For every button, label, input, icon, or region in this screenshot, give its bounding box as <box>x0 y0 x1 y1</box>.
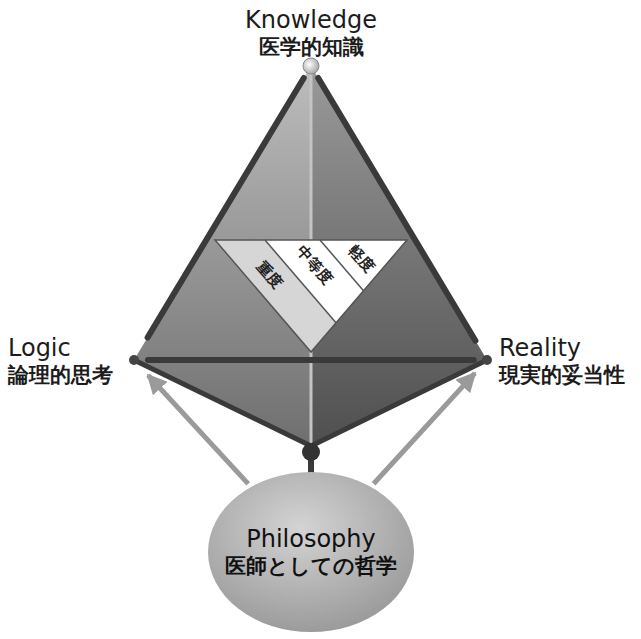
philosophy-circle: Philosophy医師としての哲学 <box>206 470 416 634</box>
band-label: 中等度 <box>292 242 335 288</box>
label-english: Reality <box>499 334 631 362</box>
severity-band: 軽度 <box>345 241 380 277</box>
pyramid-edge <box>318 78 475 341</box>
pyramid-edge <box>148 357 474 363</box>
influence-arrow <box>148 375 248 484</box>
vertex-ball <box>129 355 139 365</box>
label-japanese: 現実的妥当性 <box>499 362 631 388</box>
vertex-ball <box>482 355 492 365</box>
label-english: Philosophy <box>246 525 376 553</box>
vertex-label: Reality現実的妥当性 <box>477 330 635 392</box>
vertex-ball <box>303 58 319 74</box>
label-japanese: 論理的思考 <box>8 362 124 388</box>
label-english: Logic <box>8 334 124 362</box>
label-english: Knowledge <box>245 6 377 34</box>
pyramid-edge <box>148 78 304 337</box>
severity-band: 中等度 <box>292 241 336 288</box>
base-edge <box>134 360 311 446</box>
circle-shape <box>208 472 414 632</box>
vertex-label: Logic論理的思考 <box>4 330 146 392</box>
label-japanese: 医師としての哲学 <box>225 553 397 579</box>
label-japanese: 医学的知識 <box>245 34 377 60</box>
vertex-ball <box>302 443 320 461</box>
severe-band <box>215 240 336 352</box>
base-edge <box>311 360 487 446</box>
severity-triangle <box>215 240 407 352</box>
band-label: 重度 <box>253 258 286 292</box>
band-label: 軽度 <box>345 242 378 276</box>
triangle-outline <box>215 240 407 352</box>
vertex-label: Knowledge医学的知識 <box>235 4 387 76</box>
severity-band: 重度 <box>253 257 288 293</box>
influence-arrow <box>374 373 475 484</box>
